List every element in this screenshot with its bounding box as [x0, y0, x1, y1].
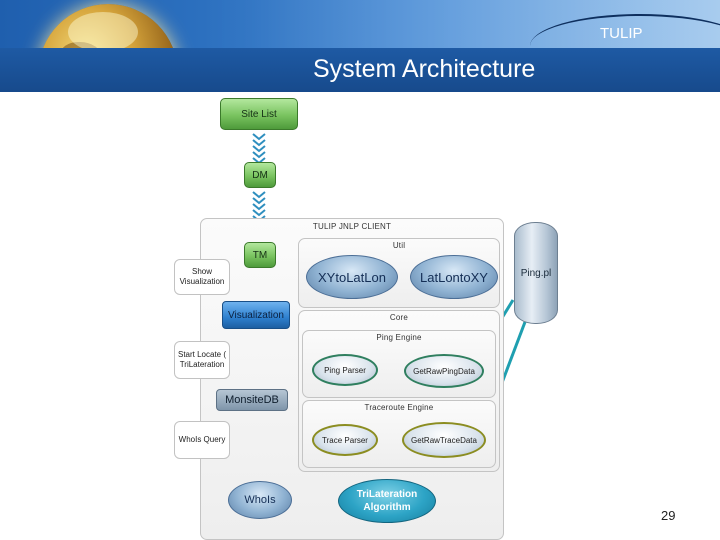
show-visualization-line-1: Show — [191, 267, 212, 276]
traceroute-engine-label: Traceroute Engine — [364, 403, 434, 412]
trilateration-algorithm-component: TriLateration Algorithm — [338, 479, 436, 523]
ping-parser-label: Ping Parser — [324, 365, 366, 375]
trace-parser-label: Trace Parser — [322, 435, 368, 445]
dm-box: DM — [244, 162, 276, 188]
visualization-box: Visualization — [222, 301, 290, 329]
tm-box: TM — [244, 242, 276, 268]
get-raw-ping-data-component: GetRawPingData — [404, 354, 484, 388]
ping-pl-cylinder: Ping.pl — [514, 222, 558, 324]
page-number: 29 — [661, 508, 676, 523]
monsite-db-label: MonsiteDB — [225, 394, 279, 406]
whois-query-box: WhoIs Query — [174, 421, 230, 459]
whois-query-label: WhoIs Query — [178, 435, 226, 444]
client-frame-label: TULIP JNLP CLIENT — [312, 222, 392, 231]
get-raw-trace-data-label: GetRawTraceData — [411, 435, 477, 445]
show-visualization-box: Show Visualization — [174, 259, 230, 295]
globe-sheen — [68, 12, 138, 52]
dm-label: DM — [252, 169, 268, 181]
whois-component: WhoIs — [228, 481, 292, 519]
start-locate-line-1: Start Locate ( — [177, 350, 227, 359]
sitelist-dm-chevrons — [252, 133, 266, 165]
trilateration-line-1: TriLateration — [356, 489, 418, 500]
ping-parser-component: Ping Parser — [312, 354, 378, 386]
trace-parser-component: Trace Parser — [312, 424, 378, 456]
tm-label: TM — [252, 249, 268, 261]
latlon-to-xy-component: LatLontoXY — [410, 255, 498, 299]
ping-pl-label: Ping.pl — [520, 267, 552, 279]
util-frame-label: Util — [392, 241, 406, 250]
monsite-db-box: MonsiteDB — [216, 389, 288, 411]
latlon-to-xy-label: LatLontoXY — [420, 269, 488, 285]
start-locate-box: Start Locate ( TriLateration — [174, 341, 230, 379]
slide-header: TULIP System Architecture — [0, 0, 720, 92]
get-raw-ping-data-label: GetRawPingData — [413, 366, 475, 376]
trilateration-line-2: Algorithm — [363, 502, 411, 513]
start-locate-line-2: TriLateration — [179, 360, 225, 369]
core-frame-label: Core — [389, 313, 409, 322]
brand-label: TULIP — [600, 25, 643, 42]
header-title-bar — [0, 48, 720, 92]
xy-to-latlon-component: XYtoLatLon — [306, 255, 398, 299]
site-list-box: Site List — [220, 98, 298, 130]
xy-to-latlon-label: XYtoLatLon — [318, 269, 386, 285]
ping-engine-label: Ping Engine — [376, 333, 422, 342]
header-decorative-curve — [530, 14, 720, 46]
get-raw-trace-data-component: GetRawTraceData — [402, 422, 486, 458]
visualization-label: Visualization — [228, 309, 284, 321]
site-list-label: Site List — [241, 108, 277, 120]
slide-title: System Architecture — [313, 55, 536, 83]
show-visualization-line-2: Visualization — [179, 277, 225, 286]
whois-label: WhoIs — [244, 494, 276, 506]
